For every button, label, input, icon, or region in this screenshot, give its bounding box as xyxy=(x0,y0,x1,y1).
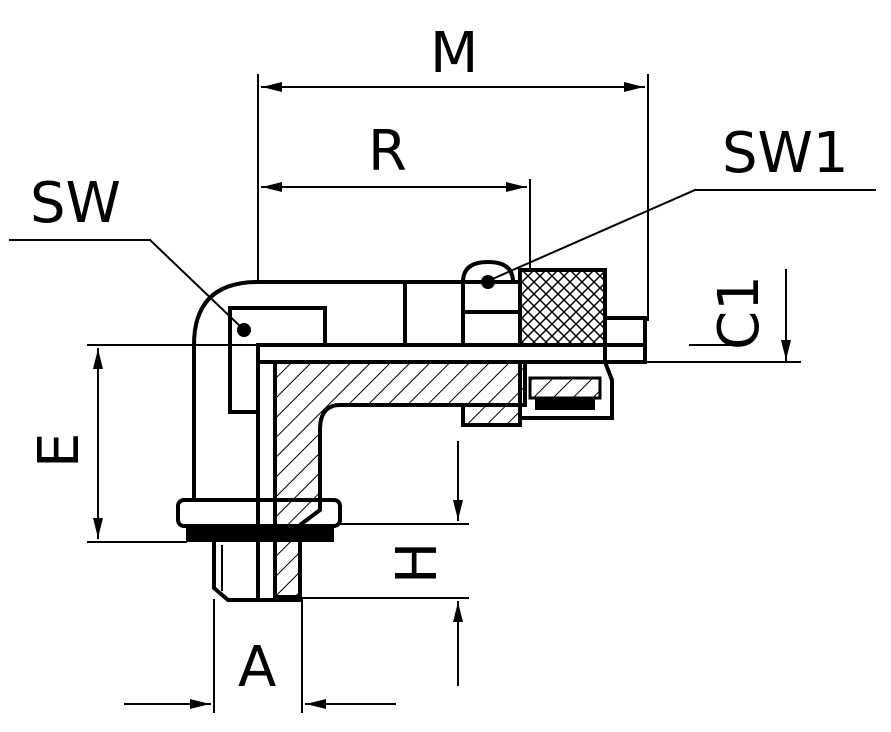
dimension-a: A xyxy=(124,599,396,713)
label-m: M xyxy=(430,21,478,86)
label-sw1: SW1 xyxy=(722,121,849,186)
label-c1: C1 xyxy=(707,275,772,350)
dimension-r: R xyxy=(261,119,531,271)
label-sw: SW xyxy=(30,171,121,236)
leader-sw: SW xyxy=(9,171,244,330)
dimension-m: M xyxy=(257,21,649,321)
fitting-body xyxy=(176,280,647,602)
dimension-e: E xyxy=(27,344,259,543)
label-a: A xyxy=(238,635,276,700)
dimension-h: H xyxy=(299,441,469,686)
label-r: R xyxy=(368,119,407,184)
leader-sw1: SW1 xyxy=(488,121,876,282)
nut-assembly xyxy=(461,259,647,427)
dimension-c1: C1 xyxy=(639,269,801,363)
label-h: H xyxy=(385,542,450,584)
label-e: E xyxy=(27,433,92,468)
